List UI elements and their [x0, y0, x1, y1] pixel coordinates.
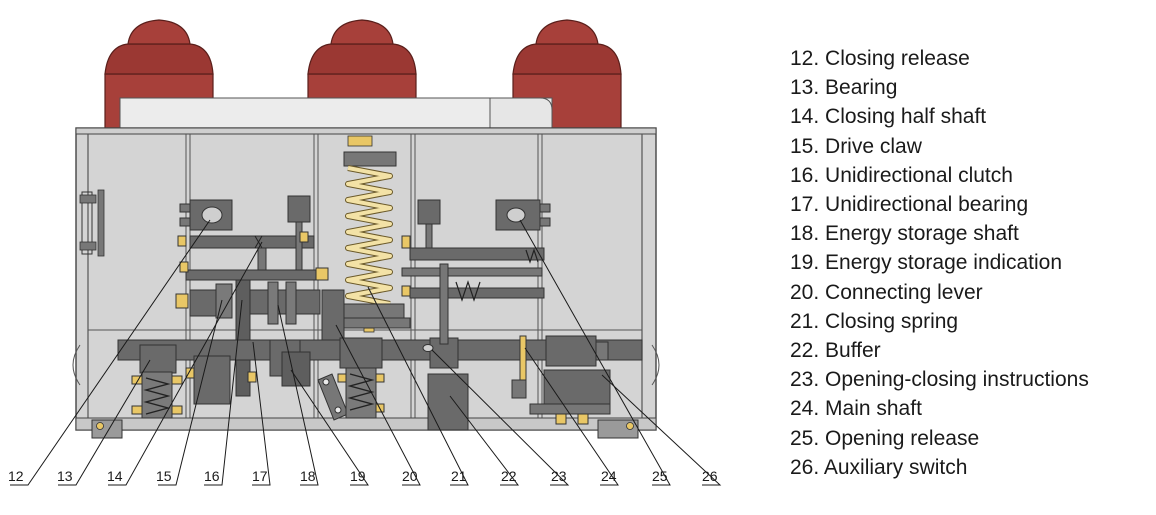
- callout-13: 13: [57, 468, 73, 484]
- legend-item: 19. Energy storage indication: [790, 251, 1063, 275]
- callout-23: 23: [551, 468, 567, 484]
- callout-17: 17: [252, 468, 268, 484]
- legend-item: 25. Opening release: [790, 426, 980, 450]
- callout-26: 26: [702, 468, 718, 484]
- mechanism-diagram: 12 13 14 15 16 17 18 19 20 21 22 23 24 2…: [8, 19, 722, 486]
- callout-22: 22: [501, 468, 517, 484]
- callout-25: 25: [652, 468, 668, 484]
- callout-14: 14: [107, 468, 123, 484]
- callout-numbers: 12 13 14 15 16 17 18 19 20 21 22 23 24 2…: [8, 468, 718, 484]
- legend-item: 16. Unidirectional clutch: [790, 163, 1013, 187]
- callout-21: 21: [451, 468, 467, 484]
- legend-item: 18. Energy storage shaft: [790, 222, 1019, 246]
- legend-item: 15. Drive claw: [790, 134, 922, 158]
- callout-12: 12: [8, 468, 24, 484]
- mechanism-parts: [117, 195, 643, 431]
- leader-lines: [10, 219, 722, 486]
- callout-19: 19: [350, 468, 366, 484]
- legend-item: 23. Opening-closing instructions: [790, 368, 1089, 392]
- legend-item: 20. Connecting lever: [790, 280, 983, 304]
- legend-item: 17. Unidirectional bearing: [790, 193, 1029, 217]
- legend-item: 13. Bearing: [790, 76, 898, 100]
- legend-item: 12. Closing release: [790, 47, 970, 70]
- legend-item: 24. Main shaft: [790, 397, 922, 421]
- legend-item: 22. Buffer: [790, 339, 881, 363]
- callout-18: 18: [300, 468, 316, 484]
- callout-20: 20: [402, 468, 418, 484]
- top-cover: [119, 97, 553, 129]
- callout-15: 15: [156, 468, 172, 484]
- callout-16: 16: [204, 468, 220, 484]
- parts-legend: 12. Closing release 13. Bearing 14. Clos…: [790, 44, 1089, 482]
- callout-24: 24: [601, 468, 617, 484]
- legend-item: 21. Closing spring: [790, 309, 959, 333]
- legend-item: 26. Auxiliary switch: [790, 455, 968, 479]
- legend-item: 14. Closing half shaft: [790, 105, 987, 129]
